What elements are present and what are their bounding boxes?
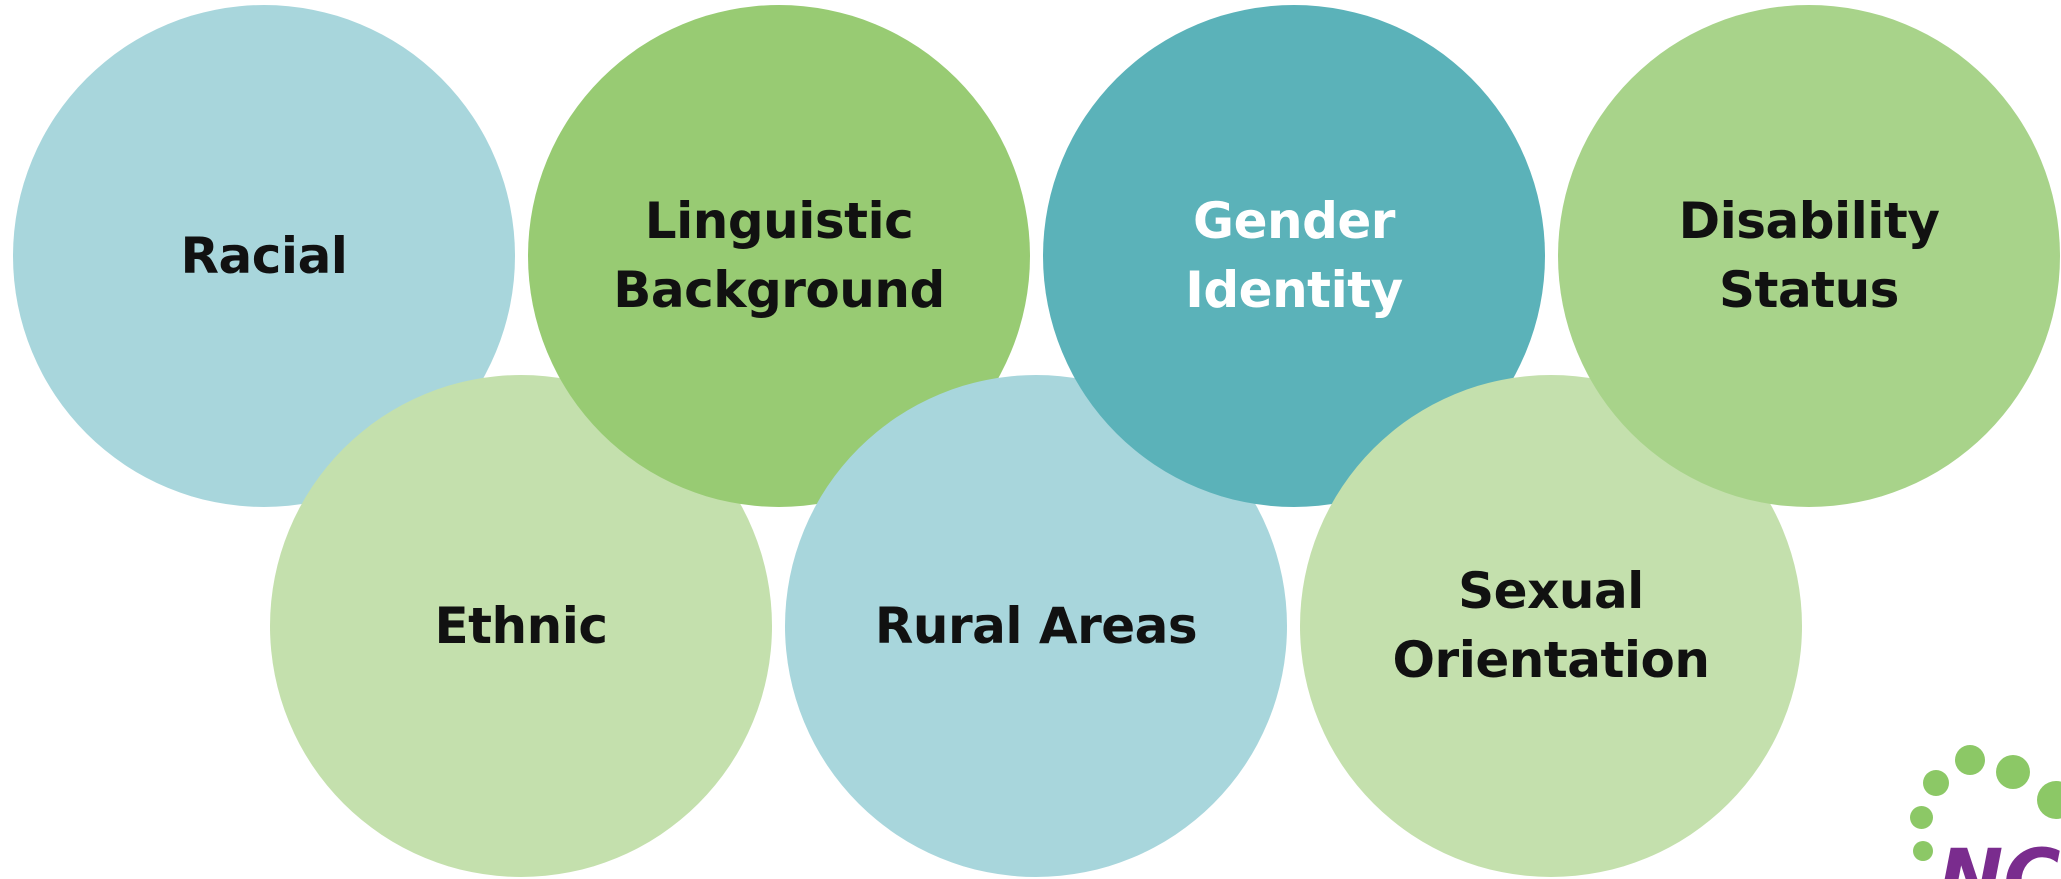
logo-dot xyxy=(1913,841,1933,861)
label-ethnic: Ethnic xyxy=(434,596,608,655)
organization-logo: NC xyxy=(1880,740,2061,879)
logo-dot xyxy=(1910,806,1933,829)
logo-dot xyxy=(1955,745,1985,775)
logo-dot xyxy=(1923,770,1949,796)
logo-dot xyxy=(2037,781,2061,819)
label-linguistic-background: Linguistic Background xyxy=(613,192,945,319)
label-gender-identity: Gender Identity xyxy=(1185,192,1403,319)
logo-mark: NC xyxy=(1938,834,2061,879)
label-disability-status: Disability Status xyxy=(1678,192,1940,319)
label-racial: Racial xyxy=(180,226,348,285)
circle-disability-status: Disability Status xyxy=(1558,5,2060,507)
label-sexual-orientation: Sexual Orientation xyxy=(1392,562,1710,689)
circle-racial: Racial xyxy=(13,5,515,507)
label-rural-areas: Rural Areas xyxy=(874,596,1198,655)
logo-dot xyxy=(1996,755,2030,789)
